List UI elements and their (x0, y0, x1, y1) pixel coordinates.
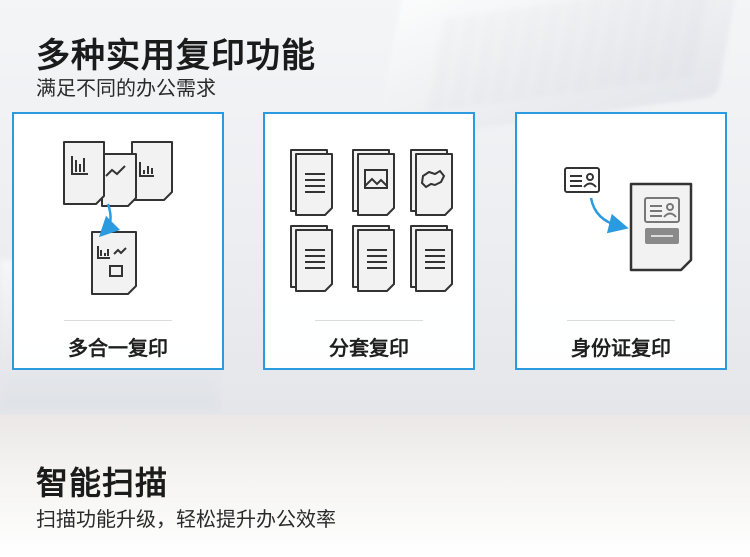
card-multi-in-one-copy: 多合一复印 (12, 112, 224, 370)
card-label: 分套复印 (329, 336, 409, 360)
card-label: 身份证复印 (571, 336, 671, 360)
section-subtitle-scan: 扫描功能升级，轻松提升办公效率 (36, 507, 336, 531)
card-divider (567, 320, 675, 321)
card-divider (315, 320, 423, 321)
card-id-card-copy: 身份证复印 (515, 112, 727, 370)
collate-copy-icon (290, 149, 453, 292)
section-title-scan: 智能扫描 (36, 464, 169, 502)
section-subtitle-copy: 满足不同的办公需求 (36, 76, 216, 100)
bottom-banner (0, 415, 750, 557)
card-divider (64, 320, 172, 321)
multi-page-to-one-copy-icon (63, 141, 173, 295)
id-card-copy-icon (564, 167, 693, 272)
card-label: 多合一复印 (68, 336, 168, 360)
section-title-copy: 多种实用复印功能 (36, 36, 316, 76)
card-collate-copy: 分套复印 (263, 112, 475, 370)
